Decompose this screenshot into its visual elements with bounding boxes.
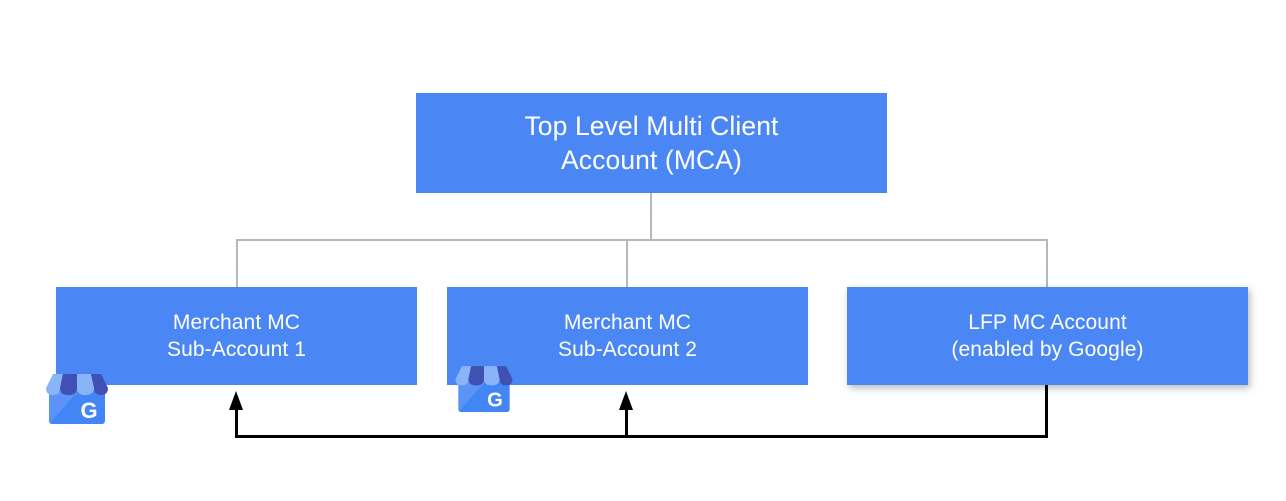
connector-drop-sub1 bbox=[236, 239, 238, 288]
node-merchant-sub-account-2[interactable]: Merchant MC Sub-Account 2 bbox=[447, 287, 808, 385]
node-merchant-sub-account-1-line2: Sub-Account 1 bbox=[166, 338, 307, 361]
node-top-level-mca-line1: Top Level Multi Client bbox=[524, 110, 779, 141]
connector-top-stem bbox=[650, 193, 652, 241]
google-business-profile-icon: G bbox=[455, 366, 513, 412]
node-merchant-sub-account-2-line1: Merchant MC bbox=[563, 310, 692, 334]
gbp-letter-g: G bbox=[487, 390, 503, 412]
connector-horizontal-bus bbox=[236, 239, 1048, 241]
node-merchant-sub-account-2-line2: Sub-Account 2 bbox=[557, 338, 698, 361]
node-lfp-mc-account[interactable]: LFP MC Account (enabled by Google) bbox=[847, 287, 1248, 385]
node-lfp-mc-account-line1: LFP MC Account bbox=[968, 310, 1127, 334]
node-lfp-mc-account-line2: (enabled by Google) bbox=[951, 338, 1144, 361]
node-merchant-sub-account-1-line1: Merchant MC bbox=[172, 310, 301, 334]
google-business-profile-icon: G bbox=[46, 374, 108, 424]
arrowhead-up-icon-sub2 bbox=[619, 391, 633, 410]
feedback-connector-riser-sub2 bbox=[625, 408, 628, 438]
connector-drop-sub2 bbox=[626, 239, 628, 288]
arrowhead-up-icon-sub1 bbox=[229, 391, 243, 410]
node-top-level-mca-line2: Account (MCA) bbox=[561, 145, 742, 175]
node-top-level-mca[interactable]: Top Level Multi Client Account (MCA) bbox=[416, 93, 887, 193]
feedback-connector-riser-sub1 bbox=[235, 408, 238, 438]
feedback-connector-riser-lfp bbox=[1045, 385, 1048, 438]
connector-drop-lfp bbox=[1046, 239, 1048, 288]
node-merchant-sub-account-1[interactable]: Merchant MC Sub-Account 1 bbox=[56, 287, 417, 385]
feedback-connector-bus bbox=[236, 435, 1048, 438]
gbp-letter-g: G bbox=[80, 398, 97, 423]
